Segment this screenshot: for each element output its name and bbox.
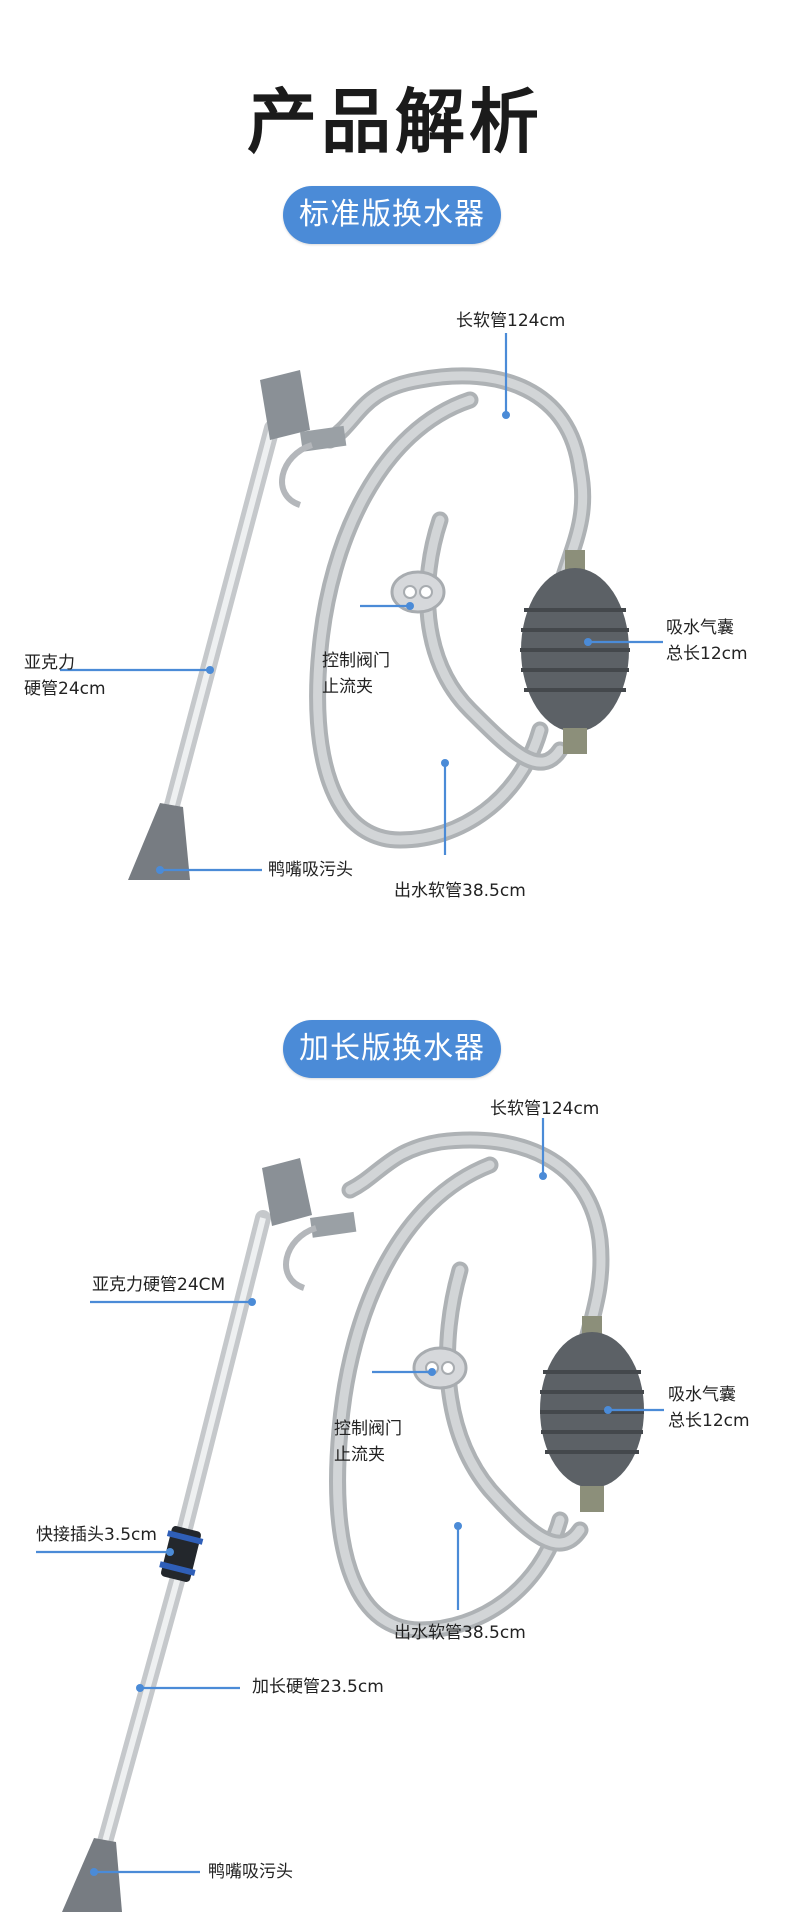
extended-siphon-illustration bbox=[0, 1090, 790, 1926]
extended-label-nozzle: 鸭嘴吸污头 bbox=[208, 1859, 293, 1885]
extended-valve-clip bbox=[414, 1348, 466, 1388]
extended-squeeze-bulb bbox=[540, 1316, 644, 1512]
extended-label-valve-line2: 止流夹 bbox=[334, 1442, 402, 1468]
standard-label-outlet-hose: 出水软管38.5cm bbox=[394, 878, 526, 904]
standard-label-valve-line1: 控制阀门 bbox=[322, 648, 390, 674]
extended-label-bulb-line1: 吸水气囊 bbox=[668, 1382, 750, 1408]
extended-label-long-hose: 长软管124cm bbox=[490, 1096, 599, 1122]
standard-version-pill: 标准版换水器 bbox=[283, 186, 501, 244]
extended-label-connector: 快接插头3.5cm bbox=[36, 1522, 157, 1548]
extended-label-rigid-tube: 亚克力硬管24CM bbox=[92, 1272, 225, 1298]
extended-label-bulb-line2: 总长12cm bbox=[668, 1408, 750, 1434]
page-title: 产品解析 bbox=[0, 66, 790, 167]
standard-label-rigid-tube: 亚克力 硬管24cm bbox=[24, 650, 106, 702]
standard-label-rigid-line2: 硬管24cm bbox=[24, 676, 106, 702]
standard-label-bulb-line2: 总长12cm bbox=[666, 641, 748, 667]
standard-siphon-illustration bbox=[0, 280, 790, 920]
extended-siphon-diagram: 长软管124cm 亚克力硬管24CM 吸水气囊 总长12cm 控制阀门 止流夹 … bbox=[0, 1090, 790, 1926]
standard-label-valve-line2: 止流夹 bbox=[322, 674, 390, 700]
extended-version-pill: 加长版换水器 bbox=[283, 1020, 501, 1078]
standard-label-bulb-line1: 吸水气囊 bbox=[666, 615, 748, 641]
extended-rigid-tubes bbox=[100, 1158, 356, 1860]
extended-quick-connector bbox=[159, 1525, 203, 1583]
standard-label-bulb: 吸水气囊 总长12cm bbox=[666, 615, 748, 667]
extended-label-extension-tube: 加长硬管23.5cm bbox=[252, 1674, 384, 1700]
extended-label-bulb: 吸水气囊 总长12cm bbox=[668, 1382, 750, 1434]
standard-label-rigid-line1: 亚克力 bbox=[24, 650, 106, 676]
standard-label-valve: 控制阀门 止流夹 bbox=[322, 648, 390, 700]
extended-label-valve-line1: 控制阀门 bbox=[334, 1416, 402, 1442]
extended-label-valve: 控制阀门 止流夹 bbox=[334, 1416, 402, 1468]
standard-label-long-hose: 长软管124cm bbox=[456, 308, 565, 334]
extended-label-outlet-hose: 出水软管38.5cm bbox=[394, 1620, 526, 1646]
standard-label-nozzle: 鸭嘴吸污头 bbox=[268, 857, 353, 883]
standard-siphon-diagram: 长软管124cm 吸水气囊 总长12cm 亚克力 硬管24cm 控制阀门 止流夹… bbox=[0, 280, 790, 920]
